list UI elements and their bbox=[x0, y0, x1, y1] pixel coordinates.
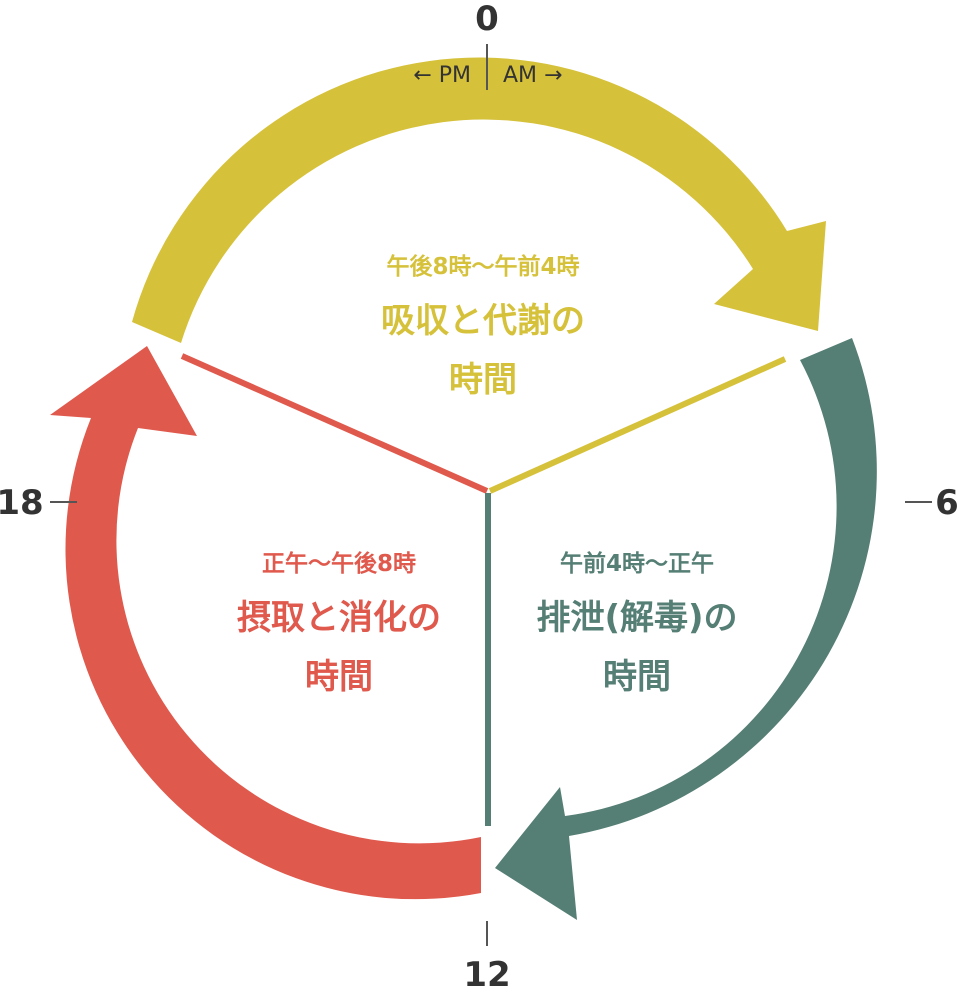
clock-label-12: 12 bbox=[463, 955, 510, 991]
clock-ticks bbox=[50, 44, 932, 946]
intake-title-line2: 時間 bbox=[305, 657, 373, 697]
metabolism-arrow bbox=[132, 57, 826, 343]
excretion-title-line1: 排泄(解毒)の bbox=[536, 598, 737, 638]
intake-divider-line bbox=[180, 353, 489, 494]
excretion-title-line2: 時間 bbox=[603, 657, 671, 697]
clock-label-6: 6 bbox=[935, 483, 959, 523]
metabolism-time-range: 午後8時～午前4時 bbox=[386, 253, 579, 280]
am-label: AM → bbox=[503, 63, 562, 88]
clock-label-18: 18 bbox=[0, 483, 44, 523]
intake-arrow bbox=[50, 346, 481, 900]
intake-time-range: 正午～午後8時 bbox=[262, 550, 416, 577]
metabolism-title-line2: 時間 bbox=[449, 360, 517, 400]
intake-title-line1: 摂取と消化の bbox=[237, 598, 441, 638]
pm-label: ← PM bbox=[413, 63, 471, 88]
metabolism-title-line1: 吸収と代謝の bbox=[381, 301, 585, 341]
excretion-time-range: 午前4時～正午 bbox=[560, 550, 714, 577]
clock-label-0: 0 bbox=[475, 0, 499, 39]
excretion-arrow bbox=[495, 338, 877, 920]
metabolism-divider-line bbox=[488, 356, 787, 494]
